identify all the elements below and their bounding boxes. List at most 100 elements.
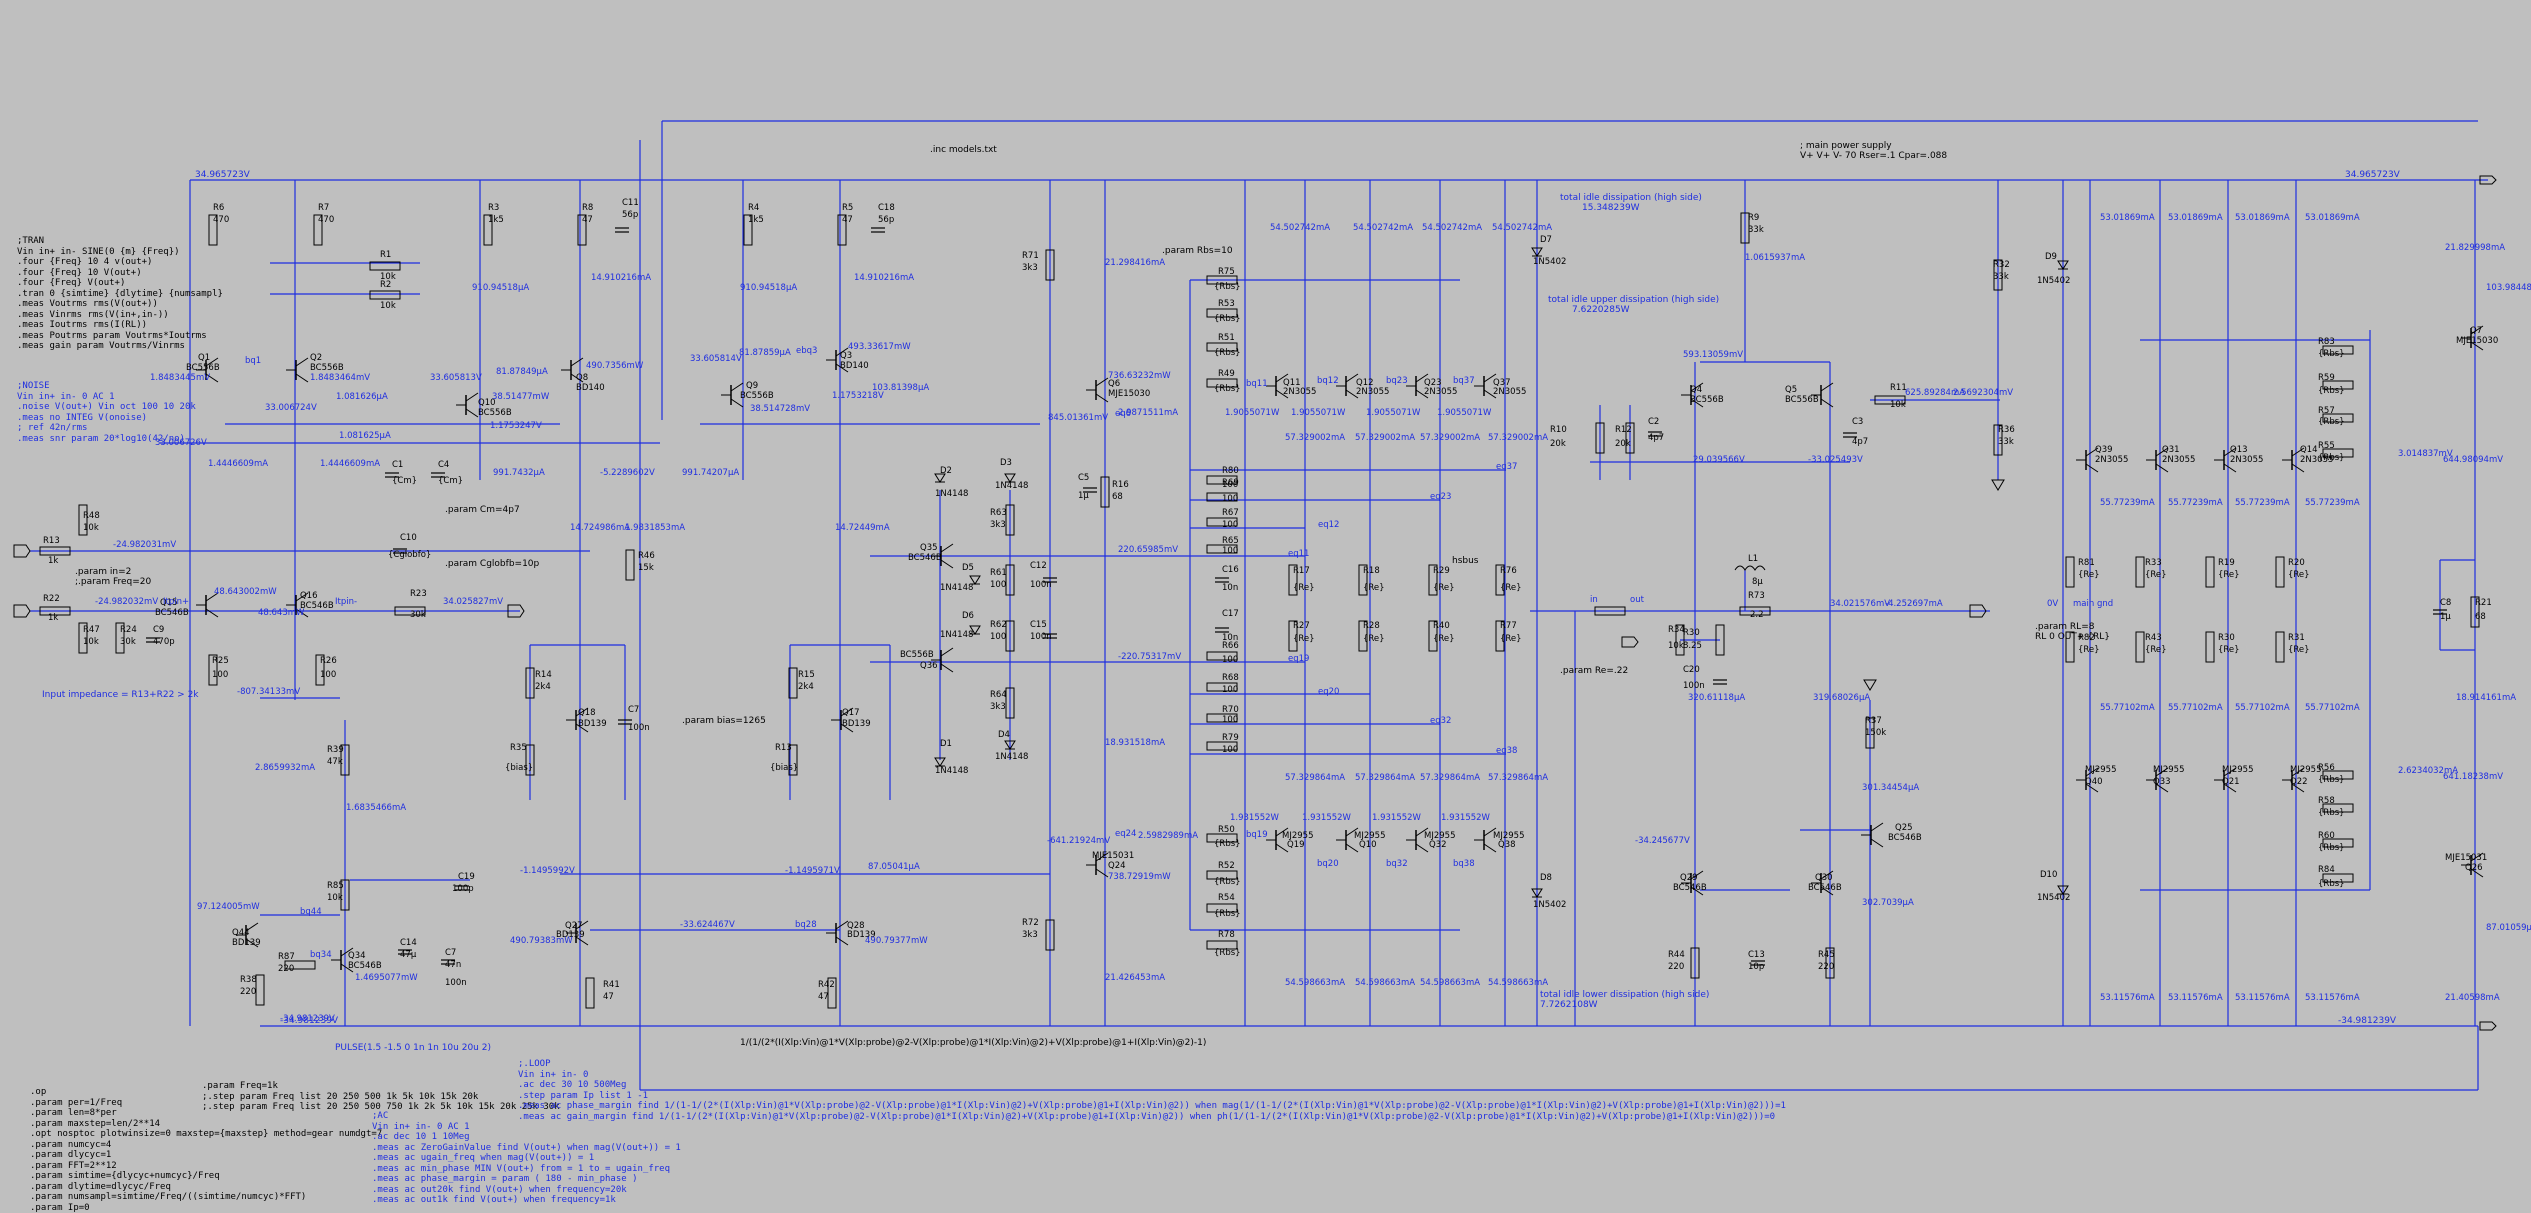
net-label: 2.5982989mA <box>1138 831 1198 841</box>
net-label: -24.982031mV <box>113 540 176 550</box>
net-label: eq11 <box>1288 549 1309 559</box>
component-label: 470p <box>153 637 175 647</box>
param-re: .param Re=.22 <box>1560 666 1628 676</box>
component-label: 1k5 <box>488 215 504 225</box>
net-label: 2.8659932mA <box>255 763 315 773</box>
component-label: 100n <box>445 978 467 988</box>
component-label: R31 <box>2288 633 2305 643</box>
params_left-line: .param numcyc=4 <box>30 1140 382 1151</box>
component-label: R24 <box>120 625 137 635</box>
port-in-minus-icon <box>14 545 30 557</box>
component-label: 10k <box>1890 400 1906 410</box>
component-label: {Re} <box>2218 645 2240 655</box>
component-label: 100 <box>1222 546 1238 556</box>
component-label: C2 <box>1648 417 1659 427</box>
component-label: 1N4148 <box>940 583 973 593</box>
net-label: Itpin+ <box>163 597 189 607</box>
component-label: R73 <box>1748 591 1765 601</box>
component-label: BC546B <box>348 961 382 971</box>
net-label: 54.502742mA <box>1492 223 1552 233</box>
component-label: R45 <box>1818 950 1835 960</box>
component-label: R38 <box>240 975 257 985</box>
params_left-line: .param maxstep=len/2**14 <box>30 1119 382 1130</box>
component-label: R28 <box>1363 621 1380 631</box>
net-label: 21.426453mA <box>1105 973 1165 983</box>
loop-expression: 1/(1/(2*(I(Xlp:Vin)@1*V(Xlp:probe)@2-V(X… <box>740 1038 1206 1048</box>
component-label: R62 <box>990 620 1007 630</box>
component-label: {Rbs} <box>2318 808 2345 818</box>
component-label: R27 <box>1293 621 1310 631</box>
net-label: 34.021576mV <box>1830 599 1890 609</box>
component-label: MJ2955 <box>2153 765 2184 775</box>
component-label: R68 <box>1222 673 1239 683</box>
net-label: bq37 <box>1453 376 1475 386</box>
ac-line: Vin in+ in- 0 AC 1 <box>372 1122 681 1133</box>
component-label: {Re} <box>1433 583 1455 593</box>
component-label: 100 <box>1222 520 1238 530</box>
component-label: {Rbs} <box>1214 948 1241 958</box>
net-label: 53.11576mA <box>2305 993 2360 1003</box>
component-label: Q30 <box>1815 873 1833 883</box>
component-label: {Re} <box>2145 645 2167 655</box>
component-label: MJE15030 <box>2456 336 2498 346</box>
component-label: R84 <box>2318 865 2335 875</box>
loop-line: ;.LOOP <box>518 1059 1786 1070</box>
component-label: C5 <box>1078 473 1089 483</box>
net-label: out <box>1630 595 1645 605</box>
component-label: 15k <box>638 563 654 573</box>
component-label: BC546B <box>1673 883 1707 893</box>
net-label: bq44 <box>300 907 322 917</box>
component-label: C1 <box>392 460 403 470</box>
component-label: 100n <box>628 723 650 733</box>
net-label: 53.11576mA <box>2168 993 2223 1003</box>
component-label: 3k3 <box>990 520 1006 530</box>
noise-line: .meas snr param 20*log10(42/no) <box>17 434 196 445</box>
component-label: Q32 <box>1429 840 1447 850</box>
component-label: R19 <box>2218 558 2235 568</box>
component-label: C7 <box>628 705 639 715</box>
component-label: R52 <box>1218 861 1235 871</box>
component-label: R9 <box>1748 213 1759 223</box>
net-label: 57.329864mA <box>1488 773 1548 783</box>
component-label: {Re} <box>1293 583 1315 593</box>
noise-line: .noise V(out+) Vin oct 100 10 20k <box>17 402 196 413</box>
component-label: 56p <box>878 215 894 225</box>
component-label: {bias} <box>505 763 533 773</box>
component-label: R59 <box>2318 373 2335 383</box>
net-label: 33.605814V <box>690 354 742 364</box>
component-label: Q5 <box>1785 385 1797 395</box>
component-label: 10k <box>327 893 343 903</box>
net-label: 57.329864mA <box>1355 773 1415 783</box>
net-label: 14.910216mA <box>854 273 914 283</box>
component-label: 10k <box>1668 641 1684 651</box>
net-label: 97.124005mW <box>197 902 260 912</box>
net-label: 87.01059µA <box>2486 923 2531 933</box>
rail-top-right-label: 34.965723V <box>2345 170 2401 180</box>
component-label: R3 <box>488 203 499 213</box>
params_left-line: .param numsampl=simtime/Freq/((simtime/n… <box>30 1192 382 1203</box>
component-label: Q22 <box>2290 777 2308 787</box>
component-label: 30k <box>410 610 426 620</box>
component-label: R58 <box>2318 796 2335 806</box>
tran-line: .four {Freq} V(out+) <box>17 278 223 289</box>
net-label: 33.605813V <box>430 373 482 383</box>
component-label: Q21 <box>2222 777 2240 787</box>
component-label: BC556B <box>310 363 344 373</box>
component-label: R41 <box>603 980 620 990</box>
component-label: R7 <box>318 203 329 213</box>
net-label: 991.74207µA <box>682 468 739 478</box>
net-label: 54.598663mA <box>1285 978 1345 988</box>
component-label: 100p <box>452 884 474 894</box>
component-label: R26 <box>320 656 337 666</box>
ac-line: .meas ac out20k find V(out+) when freque… <box>372 1185 681 1196</box>
net-label: 53.01869mA <box>2100 213 2155 223</box>
component-label: 100 <box>1222 494 1238 504</box>
component-label: {Cglobfo} <box>388 550 431 560</box>
net-label: eq24 <box>1115 829 1136 839</box>
component-label: R39 <box>327 745 344 755</box>
ac-line: .meas ac min_phase MIN V(out+) from = 1 … <box>372 1164 681 1175</box>
component-label: 1N5402 <box>2037 276 2070 286</box>
